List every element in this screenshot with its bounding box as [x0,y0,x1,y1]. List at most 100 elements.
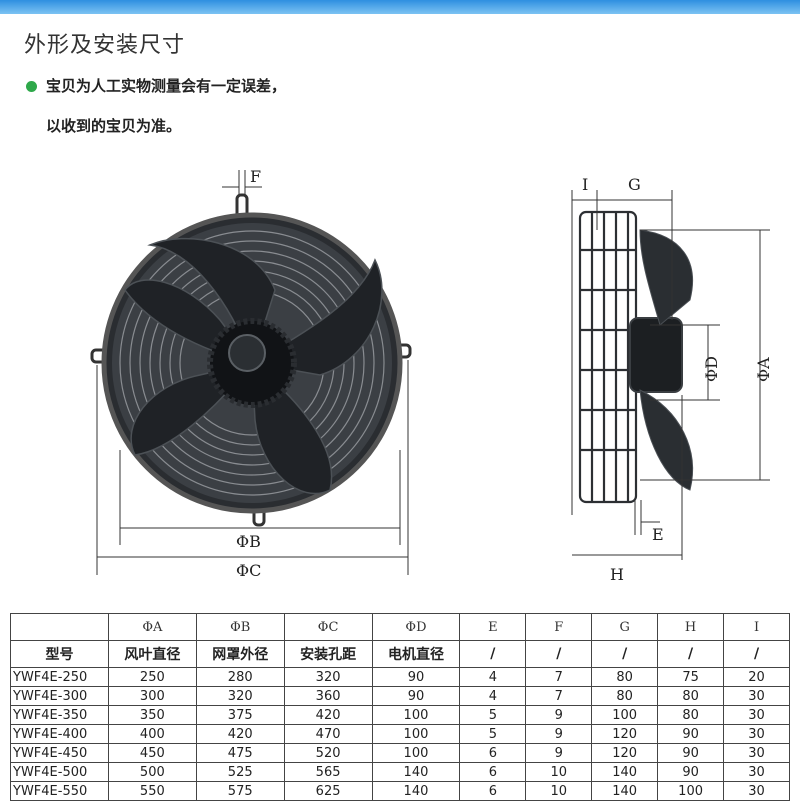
measurement-note-line2: 以收到的宝贝为准。 [46,117,182,135]
table-cell: YWF4E-250 [10,667,109,687]
table-cell: 7 [525,667,593,687]
table-cell: 80 [657,705,725,725]
dimension-phi-d: ΦD [650,324,721,401]
table-cell: 420 [283,705,373,725]
table-cell: YWF4E-300 [10,686,109,706]
table-cell: 500 [107,762,197,782]
table-cell: 320 [195,686,285,706]
table-cell: YWF4E-400 [10,724,109,744]
table-cell: 型号 [10,640,109,668]
table-cell: 375 [195,705,285,725]
table-cell: 30 [723,705,790,725]
table-cell: 140 [371,762,461,782]
table-header-names: 型号风叶直径网罩外径安装孔距电机直径///// [10,640,790,668]
table-cell: 140 [591,762,659,782]
table-cell: 9 [525,724,593,744]
table-cell: F [525,613,593,641]
table-cell: 30 [723,781,790,801]
label-e: E [652,525,664,544]
table-cell: 风叶直径 [107,640,197,668]
label-g: G [628,175,641,194]
table-cell: 90 [657,743,725,763]
table-cell: 4 [459,686,527,706]
table-cell: 565 [283,762,373,782]
table-cell: 6 [459,743,527,763]
table-cell: 90 [657,762,725,782]
table-cell: 4 [459,667,527,687]
dimension-e-h: E H [572,395,683,584]
table-cell: 30 [723,762,790,782]
table-cell: 5 [459,724,527,744]
label-phi-b: ΦB [236,532,261,551]
table-cell: 140 [371,781,461,801]
table-cell: / [459,640,527,668]
table-cell: YWF4E-350 [10,705,109,725]
table-cell: 120 [591,743,659,763]
table-cell: E [459,613,527,641]
table-cell: 400 [107,724,197,744]
table-cell: 100 [371,724,461,744]
table-cell: 10 [525,762,593,782]
label-f: F [250,167,261,186]
label-h: H [610,565,624,584]
dimension-i-g: I G [571,175,673,515]
table-cell: 9 [525,743,593,763]
table-cell: 电机直径 [371,640,461,668]
table-cell: 475 [195,743,285,763]
table-cell: 525 [195,762,285,782]
table-cell: 6 [459,762,527,782]
table-cell: 420 [195,724,285,744]
table-cell: / [525,640,593,668]
table-cell: 5 [459,705,527,725]
table-cell: 520 [283,743,373,763]
table-cell: 20 [723,667,790,687]
table-cell: 30 [723,686,790,706]
table-cell: / [723,640,790,668]
dimension-phi-b: ΦB [119,450,401,551]
table-cell: 80 [591,686,659,706]
table-cell: 100 [371,705,461,725]
table-cell: 120 [591,724,659,744]
table-cell: 450 [107,743,197,763]
table-cell: 6 [459,781,527,801]
table-cell: 网罩外径 [195,640,285,668]
table-cell: ΦA [107,613,197,641]
table-cell: 250 [107,667,197,687]
table-cell: 550 [107,781,197,801]
table-cell: 100 [371,743,461,763]
page-title: 外形及安装尺寸 [24,33,186,58]
table-cell: G [591,613,659,641]
table-cell: 90 [657,724,725,744]
measurement-note-line1: 宝贝为人工实物测量会有一定误差， [46,77,287,95]
table-cell: 575 [195,781,285,801]
label-i: I [582,175,588,194]
table-cell: 140 [591,781,659,801]
table-cell: 625 [283,781,373,801]
table-cell: H [657,613,725,641]
label-phi-c: ΦC [236,561,261,580]
table-cell: 470 [283,724,373,744]
table-cell: 300 [107,686,197,706]
table-cell: 75 [657,667,725,687]
table-cell: ΦC [283,613,373,641]
table-cell: ΦB [195,613,285,641]
table-cell [10,613,109,641]
table-cell: 360 [283,686,373,706]
table-cell: 350 [107,705,197,725]
dimension-phi-c: ΦC [96,360,409,580]
table-cell: 100 [657,781,725,801]
label-phi-a: ΦA [754,357,773,382]
table-cell: YWF4E-550 [10,781,109,801]
table-cell: 安装孔距 [283,640,373,668]
table-cell: 80 [591,667,659,687]
table-cell: YWF4E-500 [10,762,109,782]
table-cell: 280 [195,667,285,687]
table-cell: 9 [525,705,593,725]
fan-front-view [90,193,412,527]
